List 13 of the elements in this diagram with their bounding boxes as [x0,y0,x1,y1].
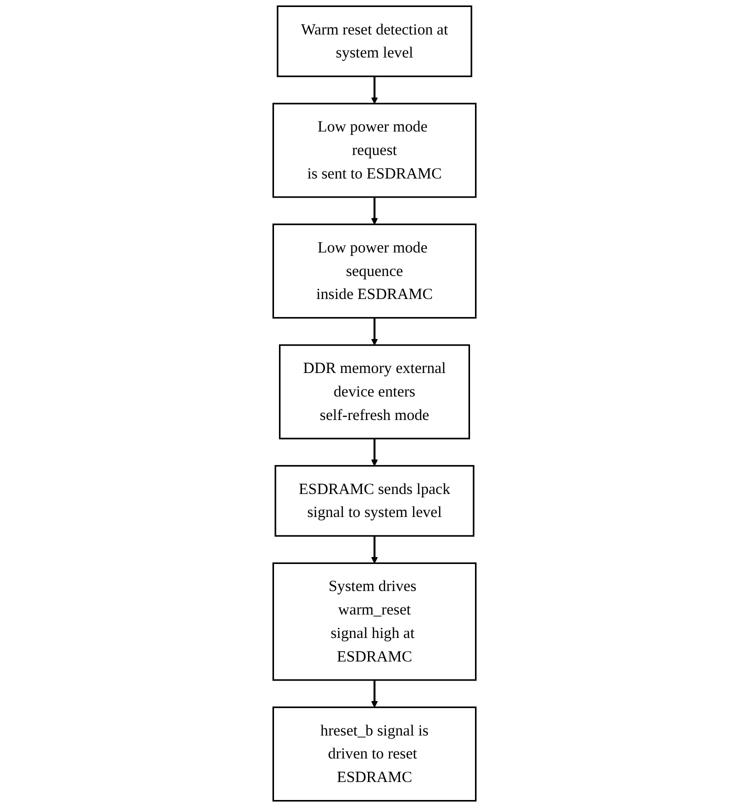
arrow [371,680,378,708]
node-box [272,102,477,198]
node-box [272,562,477,681]
arrow [371,438,378,466]
arrow [371,536,378,564]
arrow [371,318,378,346]
node-box [272,224,477,319]
node-box [274,465,474,537]
node-box [272,706,477,802]
arrow [371,197,378,225]
arrow [371,76,378,104]
node-box [276,5,472,78]
node-box [278,344,470,440]
